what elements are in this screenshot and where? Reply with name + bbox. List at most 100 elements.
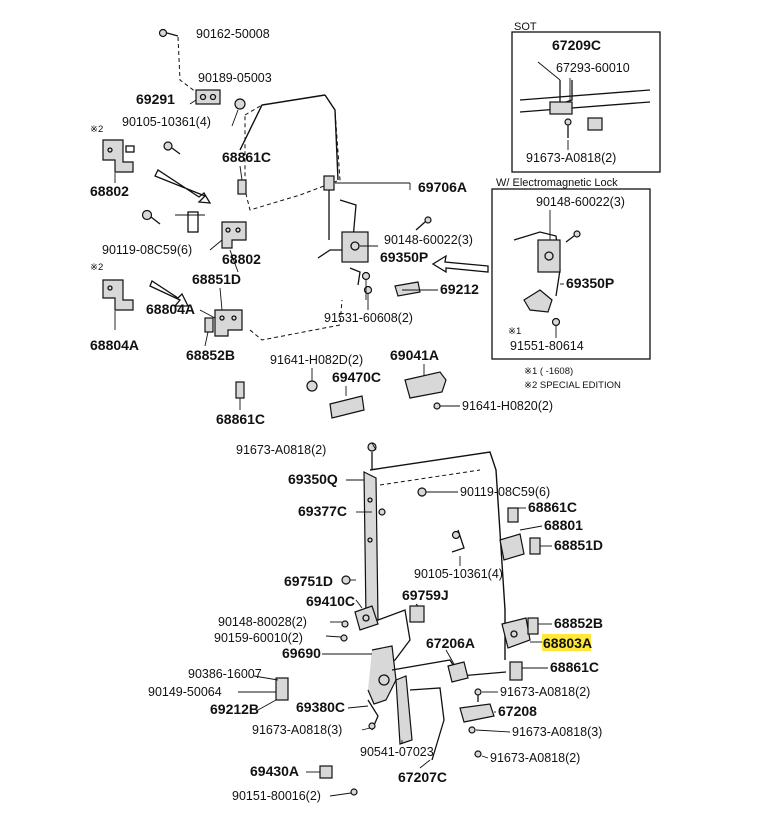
label-91673-a0818-e: 91673-A0818(3)	[512, 725, 602, 739]
stopper-68861c-b-icon	[235, 381, 245, 399]
label-91641-h0820: 91641-H0820(2)	[462, 399, 553, 413]
screw-90162-icon	[158, 28, 179, 38]
label-90541-07023: 90541-07023	[360, 745, 434, 759]
label-69470c: 69470C	[332, 369, 381, 385]
door-frame-outline	[244, 94, 341, 211]
label-67293-60010: 67293-60010	[556, 61, 630, 75]
label-69430a: 69430A	[250, 763, 299, 779]
run-channel-icon	[363, 471, 386, 621]
label-68861c-b: 68861C	[216, 411, 265, 427]
label-68851d-a: 68851D	[192, 271, 241, 287]
em-lock-box	[491, 188, 651, 360]
latch-69690-icon	[367, 645, 507, 705]
label-69291: 69291	[136, 91, 175, 107]
label-68852b-a: 68852B	[186, 347, 235, 363]
label-91531-60608: 91531-60608(2)	[324, 311, 413, 325]
bracket-69291-icon	[195, 89, 221, 105]
grommet-icon	[234, 98, 246, 110]
bolt-69751d-icon	[341, 575, 351, 585]
seal-69759j-icon	[409, 605, 425, 623]
label-90148-60022-b: 90148-60022(3)	[536, 195, 625, 209]
label-69212: 69212	[440, 281, 479, 297]
label-90148-60022-a: 90148-60022(3)	[384, 233, 473, 247]
label-91673-a0818-c: 91673-A0818(2)	[500, 685, 590, 699]
label-68803a-highlighted: 68803A	[543, 635, 592, 651]
label-68852b-b: 68852B	[554, 615, 603, 631]
hinge-68804a-icon	[214, 309, 243, 337]
sot-bracket-67209c-icon	[519, 80, 651, 138]
cover-69470c-icon	[306, 380, 365, 419]
sot-box	[511, 31, 661, 173]
bolt-90119-icon	[141, 209, 161, 225]
label-91673-a0818-f: 91673-A0818(2)	[490, 751, 580, 765]
screw-90148-icon	[415, 216, 432, 231]
label-90148-80028: 90148-80028(2)	[218, 615, 307, 629]
label-69350p-b: 69350P	[566, 275, 614, 291]
label-69759j: 69759J	[402, 587, 449, 603]
label-68861c-a: 68861C	[222, 149, 271, 165]
label-67208: 67208	[498, 703, 537, 719]
door-frame-edge	[239, 94, 326, 151]
hinge-68801-icon	[499, 507, 541, 561]
clip-67206a-icon	[447, 661, 469, 683]
label-68861c-c: 68861C	[528, 499, 577, 515]
label-69706a: 69706A	[418, 179, 467, 195]
label-91673-a0818-b: 91673-A0818(2)	[236, 443, 326, 457]
bolt-90119-b-icon	[417, 487, 427, 497]
bracket-67208-icon	[459, 703, 495, 723]
label-67209c: 67209C	[552, 37, 601, 53]
label-91551-80614: 91551-80614	[510, 339, 584, 353]
label-69041a: 69041A	[390, 347, 439, 363]
hinge-68802-mid-icon	[187, 211, 247, 249]
handle-69041a-icon	[404, 371, 447, 410]
clip-69212b-icon	[275, 677, 289, 701]
label-90149-50064: 90149-50064	[148, 685, 222, 699]
bumper-69430a-icon	[319, 765, 333, 779]
sot-title: SOT	[514, 21, 537, 33]
clip-69212-icon	[394, 281, 421, 297]
label-69751d: 69751D	[284, 573, 333, 589]
label-68802-left: 68802	[90, 183, 129, 199]
striker-68803a-icon	[501, 617, 539, 681]
label-90119-08c59-a: 90119-08C59(6)	[102, 243, 192, 257]
label-67207c: 67207C	[398, 769, 447, 785]
panel-67207c-icon	[395, 675, 413, 745]
label-68801: 68801	[544, 517, 583, 533]
label-67206a: 67206A	[426, 635, 475, 651]
label-90151-80016: 90151-80016(2)	[232, 789, 321, 803]
label-90119-08c59-b: 90119-08C59(6)	[460, 485, 550, 499]
direction-arrow-icon	[154, 169, 212, 204]
stopper-68861c-icon	[237, 179, 247, 195]
screw-90151-icon	[350, 788, 358, 796]
label-91673-a0818-a: 91673-A0818(2)	[526, 151, 616, 165]
note-x1: ※1	[508, 326, 521, 337]
note-special-edition: ※2 SPECIAL EDITION	[524, 380, 621, 391]
leader-dash	[177, 36, 201, 96]
hinge-68804a-left-icon	[102, 279, 134, 311]
label-90105-10361-b: 90105-10361(4)	[414, 567, 503, 581]
screw-90148-c-icon	[341, 620, 349, 628]
label-69350p-a: 69350P	[380, 249, 428, 265]
label-69212b: 69212B	[210, 701, 259, 717]
label-68804a-right: 68804A	[146, 301, 195, 317]
label-69377c: 69377C	[298, 503, 347, 519]
hinge-68802-icon	[102, 139, 135, 173]
label-90386-16007: 90386-16007	[188, 667, 262, 681]
screw-91531-icon	[361, 271, 371, 281]
leader-lines	[189, 61, 571, 797]
label-90189-05003: 90189-05003	[198, 71, 272, 85]
label-90105-10361: 90105-10361(4)	[122, 115, 211, 129]
screw-90159-icon	[340, 634, 348, 642]
label-68861c-d: 68861C	[550, 659, 599, 675]
label-90159-60010: 90159-60010(2)	[214, 631, 303, 645]
label-69410c: 69410C	[306, 593, 355, 609]
direction-arrow-3-icon	[431, 254, 489, 274]
note-1608: ※1 ( -1608)	[524, 366, 573, 377]
bolt-icon	[163, 141, 173, 151]
note-x2-a: ※2	[90, 124, 103, 135]
note-x2-b: ※2	[90, 262, 103, 273]
label-69350q: 69350Q	[288, 471, 338, 487]
label-69690: 69690	[282, 645, 321, 661]
label-68802-mid: 68802	[222, 251, 261, 267]
